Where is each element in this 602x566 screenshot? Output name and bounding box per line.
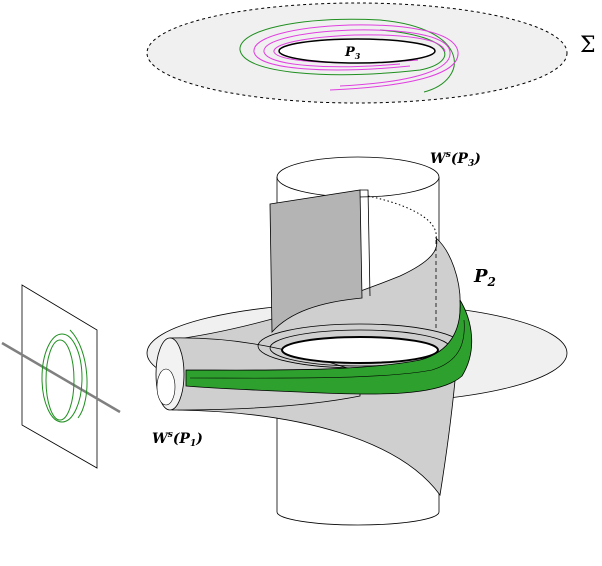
dark-sheet	[269, 189, 363, 334]
hidden-curve	[367, 195, 437, 241]
p2-label: P2	[473, 266, 496, 289]
green-strip	[185, 299, 473, 395]
sigma-label: Σ	[580, 33, 596, 58]
tube-inner	[156, 368, 176, 406]
green-spiral-curve	[239, 18, 455, 93]
p3-orbit	[278, 38, 436, 64]
main-figure	[146, 156, 568, 526]
sheet-edge	[360, 189, 371, 297]
axis-line	[1, 341, 121, 414]
left-spiral-1	[45, 339, 75, 421]
left-spiral-3	[69, 329, 88, 419]
green-strip-inner	[189, 319, 465, 379]
left-section	[1, 284, 121, 469]
ws-p3-label: Ws(P3)	[430, 150, 481, 169]
p3-orbit-main	[281, 336, 439, 364]
magenta-spiral-curve-2	[263, 29, 451, 87]
magenta-spiral-curve-1	[253, 24, 459, 91]
ws-p1-label: Ws(P1)	[152, 430, 203, 449]
left-spiral-2	[41, 333, 83, 423]
p3-top-label: P3	[344, 45, 361, 61]
top-section: P3	[146, 2, 568, 104]
